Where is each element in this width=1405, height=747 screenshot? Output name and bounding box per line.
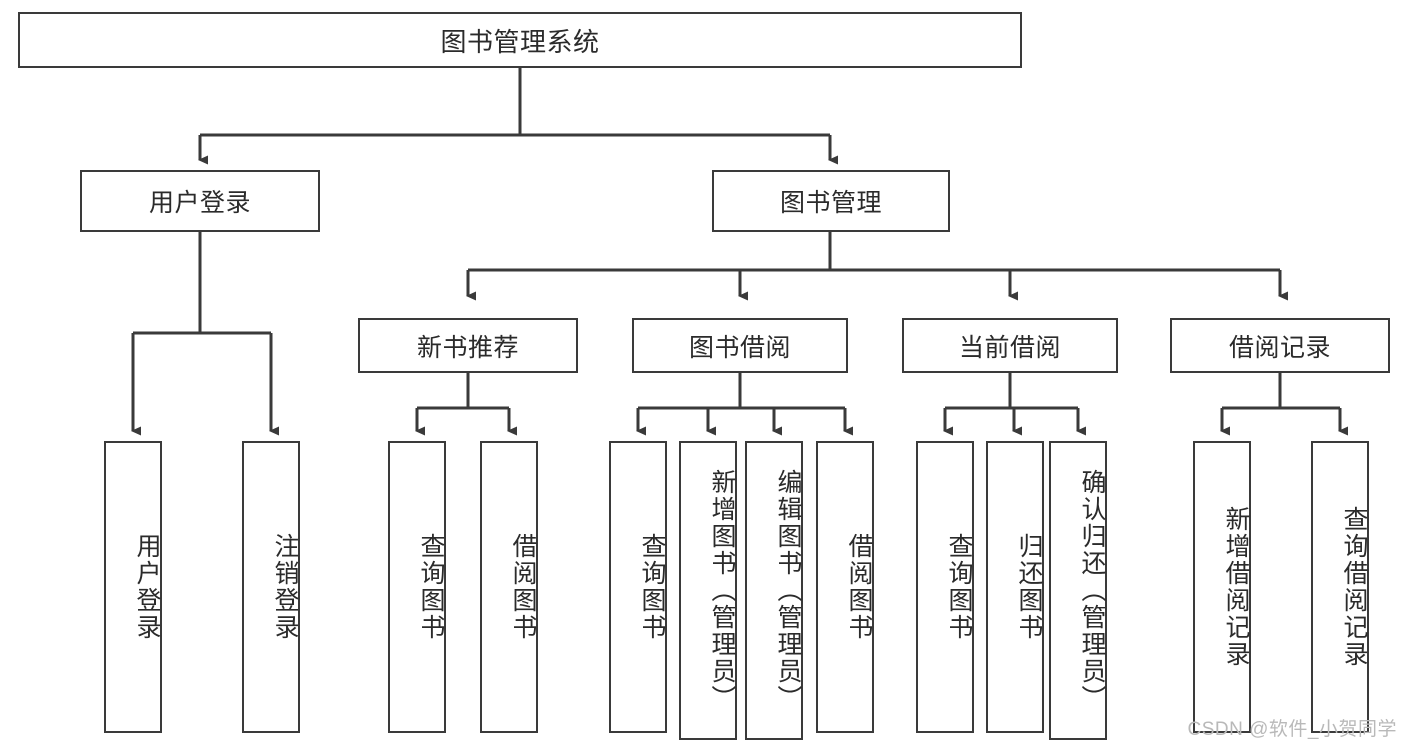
node-user-login[interactable]: 用户登录 — [80, 170, 320, 232]
node-root[interactable]: 图书管理系统 — [18, 12, 1022, 68]
node-leaf-query-record[interactable]: 查询借阅记录 — [1311, 441, 1369, 733]
node-leaf-query-book-2-label: 查询图书 — [638, 533, 666, 641]
node-user-login-label: 用户登录 — [148, 189, 251, 217]
node-leaf-query-book-3-label: 查询图书 — [945, 533, 973, 641]
node-leaf-add-book-label: 新增图书（管理员） — [708, 469, 736, 712]
node-book-management[interactable]: 图书管理 — [712, 170, 950, 232]
node-root-label: 图书管理系统 — [440, 26, 600, 57]
node-leaf-user-login[interactable]: 用户登录 — [104, 441, 162, 733]
node-leaf-add-book[interactable]: 新增图书（管理员） — [679, 441, 737, 740]
node-borrow-records[interactable]: 借阅记录 — [1170, 318, 1390, 373]
node-leaf-borrow-book-1[interactable]: 借阅图书 — [480, 441, 538, 733]
node-leaf-query-book-2[interactable]: 查询图书 — [609, 441, 667, 733]
node-current-borrow-label: 当前借阅 — [958, 333, 1061, 362]
node-new-book-recommend[interactable]: 新书推荐 — [358, 318, 578, 373]
node-leaf-confirm-return[interactable]: 确认归还（管理员） — [1049, 441, 1107, 740]
node-leaf-add-record-label: 新增借阅记录 — [1222, 506, 1250, 668]
node-leaf-edit-book-label: 编辑图书（管理员） — [774, 469, 802, 712]
node-leaf-query-book-1-label: 查询图书 — [417, 533, 445, 641]
node-leaf-query-book-1[interactable]: 查询图书 — [388, 441, 446, 733]
node-leaf-return-book-label: 归还图书 — [1015, 533, 1043, 641]
node-book-management-label: 图书管理 — [779, 189, 882, 217]
node-new-book-recommend-label: 新书推荐 — [416, 333, 519, 362]
node-book-borrow-label: 图书借阅 — [688, 333, 791, 362]
node-leaf-borrow-book-2[interactable]: 借阅图书 — [816, 441, 874, 733]
node-leaf-logout-label: 注销登录 — [271, 533, 299, 641]
node-leaf-confirm-return-label: 确认归还（管理员） — [1078, 469, 1106, 712]
node-current-borrow[interactable]: 当前借阅 — [902, 318, 1118, 373]
node-leaf-borrow-book-2-label: 借阅图书 — [845, 533, 873, 641]
node-leaf-borrow-book-1-label: 借阅图书 — [509, 533, 537, 641]
node-leaf-edit-book[interactable]: 编辑图书（管理员） — [745, 441, 803, 740]
node-leaf-logout[interactable]: 注销登录 — [242, 441, 300, 733]
node-leaf-return-book[interactable]: 归还图书 — [986, 441, 1044, 733]
node-leaf-query-book-3[interactable]: 查询图书 — [916, 441, 974, 733]
node-leaf-query-record-label: 查询借阅记录 — [1340, 506, 1368, 668]
node-leaf-add-record[interactable]: 新增借阅记录 — [1193, 441, 1251, 733]
node-leaf-user-login-label: 用户登录 — [133, 533, 161, 641]
node-book-borrow[interactable]: 图书借阅 — [632, 318, 848, 373]
csdn-watermark: CSDN @软件_小贺同学 — [1187, 719, 1397, 740]
node-borrow-records-label: 借阅记录 — [1228, 333, 1331, 362]
